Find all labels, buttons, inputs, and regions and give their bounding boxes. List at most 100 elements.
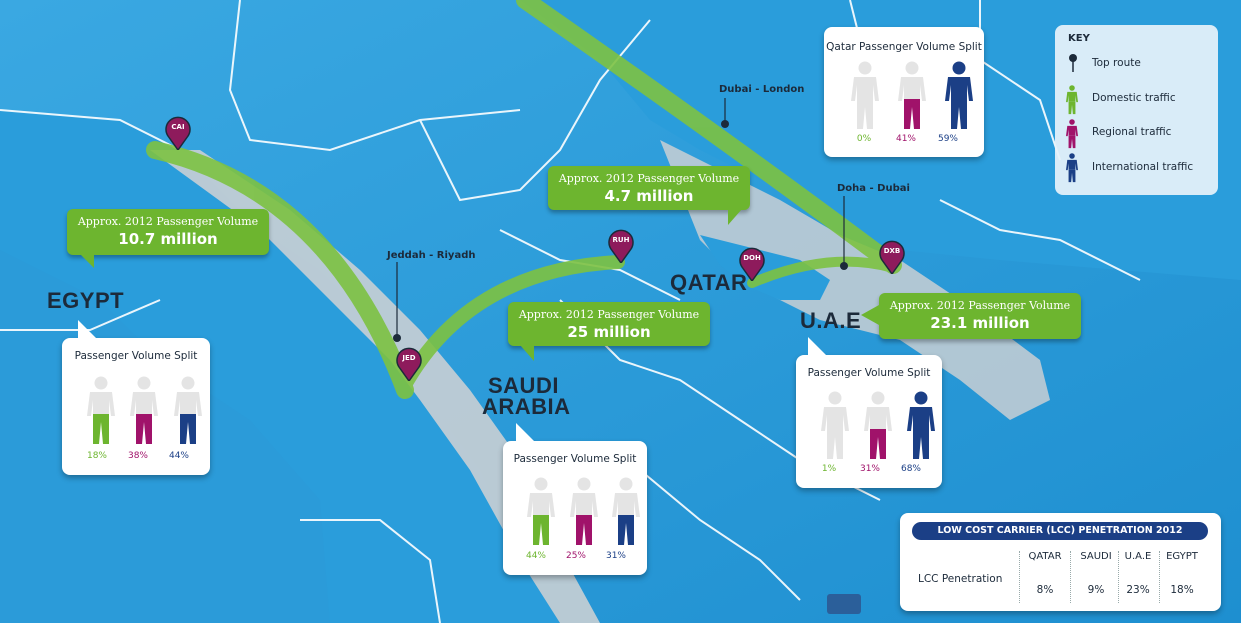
split-figures — [796, 391, 942, 461]
split-figures — [62, 376, 210, 446]
column-divider — [1019, 551, 1020, 603]
key-title: KEY — [1068, 33, 1090, 44]
map-pin-icon — [739, 247, 765, 283]
key-domestic: Domestic traffic — [1092, 92, 1176, 104]
lcc-column-value: 18% — [1170, 584, 1194, 596]
airport-pin-ruh[interactable]: RUH — [607, 229, 635, 265]
country-label-saudi-line1: SAUDI — [488, 373, 559, 398]
volume-bubble-saudi: Approx. 2012 Passenger Volume 25 million — [508, 302, 710, 346]
lcc-column-header: EGYPT — [1166, 551, 1198, 562]
airport-pin-dxb[interactable]: DXB — [878, 240, 906, 276]
split-international-pct: 59% — [937, 134, 958, 144]
column-divider — [1070, 551, 1071, 603]
split-panel-saudi: Passenger Volume Split 44% 25% 31% — [503, 441, 647, 575]
lcc-column-uae: U.A.E 23% — [1114, 551, 1162, 596]
split-panel-title: Passenger Volume Split — [807, 367, 931, 379]
key-top-route: Top route — [1092, 57, 1141, 69]
lcc-column-saudi: SAUDI 9% — [1072, 551, 1120, 596]
split-domestic-pct: 44% — [525, 551, 546, 561]
international-person-icon — [906, 391, 936, 465]
regional-person-icon — [1065, 119, 1079, 153]
split-panel-title: Passenger Volume Split — [513, 453, 637, 465]
lcc-penetration-table: LOW COST CARRIER (LCC) PENETRATION 2012 … — [900, 513, 1221, 611]
split-panel-title: Qatar Passenger Volume Split — [826, 41, 982, 53]
key-regional: Regional traffic — [1092, 126, 1172, 138]
airport-pin-jed[interactable]: JED — [395, 347, 423, 383]
split-domestic-pct: 0% — [856, 134, 872, 144]
split-panel-uae: Passenger Volume Split 1% 31% 68% — [796, 355, 942, 488]
split-figures — [503, 477, 647, 547]
route-label-doha-dubai: Doha - Dubai — [837, 183, 910, 194]
domestic-person-icon — [850, 61, 880, 135]
split-panel-qatar: Qatar Passenger Volume Split 0% 41% 59% — [824, 27, 984, 157]
bubble-value: 23.1 million — [930, 314, 1030, 332]
regional-person-icon — [897, 61, 927, 135]
split-regional-pct: 41% — [895, 134, 916, 144]
volume-bubble-uae: Approx. 2012 Passenger Volume 23.1 milli… — [879, 293, 1081, 339]
lcc-column-egypt: EGYPT 18% — [1158, 551, 1206, 596]
split-domestic-pct: 18% — [86, 451, 107, 461]
bubble-value: 10.7 million — [118, 230, 218, 248]
route-label-dubai-london: Dubai - London — [719, 84, 805, 95]
key-international: International traffic — [1092, 161, 1194, 173]
airport-code: CAI — [171, 123, 185, 131]
lcc-column-value: 8% — [1036, 584, 1054, 596]
map-key: KEY Top route Domestic traffic Regional … — [1055, 25, 1218, 195]
domestic-person-icon — [1065, 85, 1079, 119]
lcc-column-header: U.A.E — [1124, 551, 1152, 562]
country-label-saudi-line2: ARABIA — [482, 394, 571, 419]
domestic-person-icon — [86, 376, 116, 450]
bubble-tail — [861, 305, 879, 325]
lcc-column-header: QATAR — [1028, 551, 1062, 562]
panel-tail — [808, 337, 828, 357]
domestic-person-icon — [526, 477, 556, 551]
airport-code: JED — [402, 354, 416, 362]
international-person-icon — [173, 376, 203, 450]
panel-tail — [78, 320, 98, 340]
map-pin-icon — [608, 229, 634, 265]
domestic-person-icon — [820, 391, 850, 465]
split-regional-pct: 25% — [565, 551, 586, 561]
volume-bubble-egypt: Approx. 2012 Passenger Volume 10.7 milli… — [67, 209, 269, 255]
panel-tail — [516, 423, 536, 443]
bubble-value: 25 million — [567, 323, 651, 341]
split-figures — [824, 61, 984, 131]
map-pin-icon — [396, 347, 422, 383]
airport-pin-doh[interactable]: DOH — [738, 247, 766, 283]
lcc-column-qatar: QATAR 8% — [1021, 551, 1069, 596]
regional-person-icon — [863, 391, 893, 465]
country-label-egypt: EGYPT — [47, 288, 125, 313]
lcc-column-value: 9% — [1087, 584, 1105, 596]
split-panel-egypt: Passenger Volume Split 18% 38% 44% — [62, 338, 210, 475]
airport-pin-cai[interactable]: CAI — [164, 116, 192, 152]
split-panel-title: Passenger Volume Split — [74, 350, 198, 362]
international-person-icon — [944, 61, 974, 135]
split-international-pct: 44% — [168, 451, 189, 461]
airport-code: RUH — [612, 236, 630, 244]
country-label-uae: U.A.E — [800, 308, 862, 333]
column-divider — [1118, 551, 1119, 603]
column-divider — [1159, 551, 1160, 603]
regional-person-icon — [569, 477, 599, 551]
split-international-pct: 68% — [900, 464, 921, 474]
airport-code: DOH — [743, 254, 761, 262]
international-person-icon — [611, 477, 641, 551]
bubble-caption: Approx. 2012 Passenger Volume — [558, 172, 740, 185]
international-person-icon — [1065, 153, 1079, 187]
bubble-tail — [728, 209, 742, 225]
map-pin-icon — [879, 240, 905, 276]
bubble-tail — [520, 345, 534, 361]
regional-person-icon — [129, 376, 159, 450]
bubble-caption: Approx. 2012 Passenger Volume — [518, 308, 700, 321]
lcc-row-label: LCC Penetration — [918, 573, 1003, 585]
lcc-column-value: 23% — [1126, 584, 1150, 596]
map-pin-icon — [165, 116, 191, 152]
country-label-qatar: QATAR — [670, 270, 748, 295]
volume-bubble-qatar: Approx. 2012 Passenger Volume 4.7 millio… — [548, 166, 750, 210]
bubble-value: 4.7 million — [604, 187, 694, 205]
airport-code: DXB — [883, 247, 901, 255]
split-domestic-pct: 1% — [821, 464, 837, 474]
split-regional-pct: 31% — [859, 464, 880, 474]
bubble-caption: Approx. 2012 Passenger Volume — [77, 215, 259, 228]
lcc-column-header: SAUDI — [1080, 551, 1112, 562]
